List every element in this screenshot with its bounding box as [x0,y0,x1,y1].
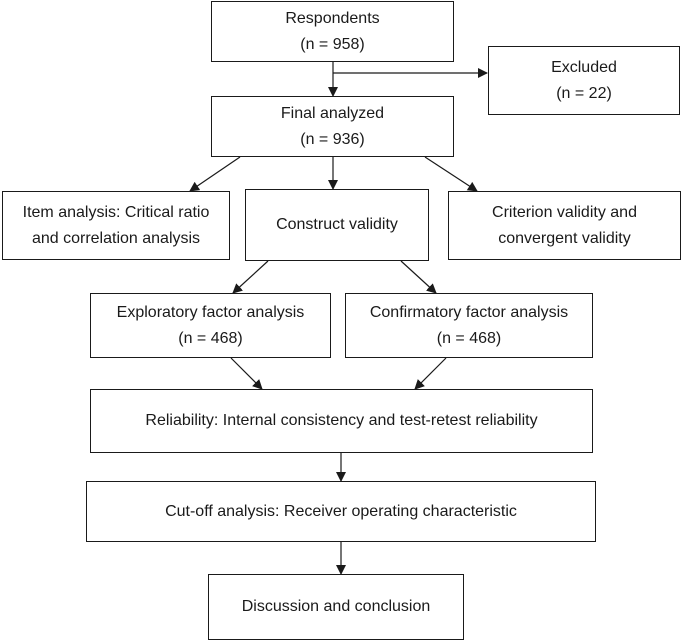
exploratory-factor-box: Exploratory factor analysis (n = 468) [90,293,331,358]
item-analysis-box: Item analysis: Critical ratio and correl… [2,191,230,260]
reliability-box: Reliability: Internal consistency and te… [90,389,593,453]
arrow-final-item [189,156,241,192]
criterion-validity-line1: Criterion validity and [492,203,637,221]
respondents-count: (n = 958) [300,35,365,53]
discussion-box: Discussion and conclusion [208,574,464,640]
arrow-construct-confirmatory [400,260,437,294]
final-analyzed-box: Final analyzed (n = 936) [211,96,454,157]
confirmatory-factor-count: (n = 468) [436,329,502,347]
exploratory-factor-count: (n = 468) [178,329,243,347]
exploratory-factor-label: Exploratory factor analysis [116,303,305,321]
arrow-construct-exploratory [232,260,269,294]
excluded-count: (n = 22) [556,84,612,102]
cutoff-analysis-box: Cut-off analysis: Receiver operating cha… [86,481,596,542]
discussion-label: Discussion and conclusion [241,598,431,615]
confirmatory-factor-box: Confirmatory factor analysis (n = 468) [345,293,593,358]
construct-validity-box: Construct validity [245,189,429,261]
criterion-validity-line2: convergent validity [498,229,631,247]
arrow-confirmatory-reliability [414,357,447,390]
cutoff-analysis-label: Cut-off analysis: Receiver operating cha… [165,502,517,520]
construct-validity-label: Construct validity [276,216,398,233]
excluded-box: Excluded (n = 22) [488,46,680,115]
final-analyzed-label: Final analyzed [280,104,385,122]
final-analyzed-count: (n = 936) [300,130,365,148]
confirmatory-factor-label: Confirmatory factor analysis [369,303,569,321]
excluded-label: Excluded [551,58,617,76]
item-analysis-line1: Item analysis: Critical ratio [22,203,210,221]
respondents-box: Respondents (n = 958) [211,1,454,62]
reliability-label: Reliability: Internal consistency and te… [145,412,538,429]
item-analysis-line2: and correlation analysis [31,229,201,247]
arrow-final-criterion [424,156,478,192]
arrow-exploratory-reliability [230,357,263,390]
respondents-label: Respondents [285,9,380,27]
criterion-validity-box: Criterion validity and convergent validi… [448,191,681,260]
